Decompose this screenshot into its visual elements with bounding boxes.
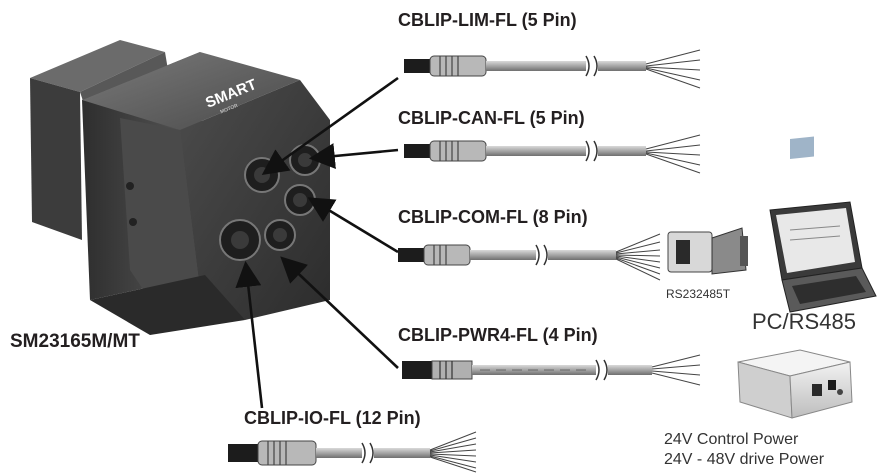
arrow-pwr (284, 260, 398, 368)
cable-io (228, 432, 476, 472)
pc-laptop-icon (770, 136, 876, 312)
cable-pwr (402, 355, 700, 385)
power-supply-icon (738, 350, 852, 418)
cable-lim (404, 50, 700, 88)
motor-connector-lim (245, 158, 279, 192)
cable-label-can: CBLIP-CAN-FL (5 Pin) (398, 108, 585, 129)
cable-label-io: CBLIP-IO-FL (12 Pin) (244, 408, 421, 429)
power-label-drive: 24V - 48V drive Power (664, 450, 824, 470)
motor-connector-com (285, 185, 315, 215)
cable-com (398, 234, 660, 280)
pc-label: PC/RS485 (752, 309, 856, 335)
cable-label-lim: CBLIP-LIM-FL (5 Pin) (398, 10, 577, 31)
cable-label-com: CBLIP-COM-FL (8 Pin) (398, 207, 588, 228)
motor-connector-io (220, 220, 260, 260)
power-label-control: 24V Control Power (664, 430, 798, 450)
rs232485t-adapter (668, 228, 748, 274)
smart-motor: SMART MOTOR (30, 40, 330, 335)
adapter-label: RS232485T (666, 287, 730, 301)
motor-connector-pwr (265, 220, 295, 250)
cable-can (404, 135, 700, 173)
cable-label-pwr: CBLIP-PWR4-FL (4 Pin) (398, 325, 598, 346)
motor-connector-can (290, 145, 320, 175)
motor-model-label: SM23165M/MT (10, 331, 140, 353)
